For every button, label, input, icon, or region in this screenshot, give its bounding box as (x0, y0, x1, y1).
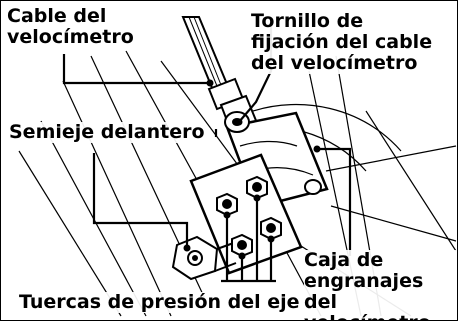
axle-label: Semieje delantero (9, 121, 205, 143)
nut-4 (231, 233, 253, 258)
nut-1 (246, 175, 268, 200)
axle-assembly (171, 153, 303, 281)
nut-2 (216, 192, 238, 217)
axle-nuts (216, 175, 282, 258)
gearbox-label: Caja de engranajes del velocímetro (304, 250, 457, 320)
nut-3 (260, 216, 282, 241)
nuts-label: Tuercas de presión del eje (19, 291, 300, 313)
callout-points (183, 79, 321, 260)
screw-label: Tornillo de fijación del cable del veloc… (251, 10, 433, 74)
cable-label: Cable del velocímetro (7, 5, 134, 48)
